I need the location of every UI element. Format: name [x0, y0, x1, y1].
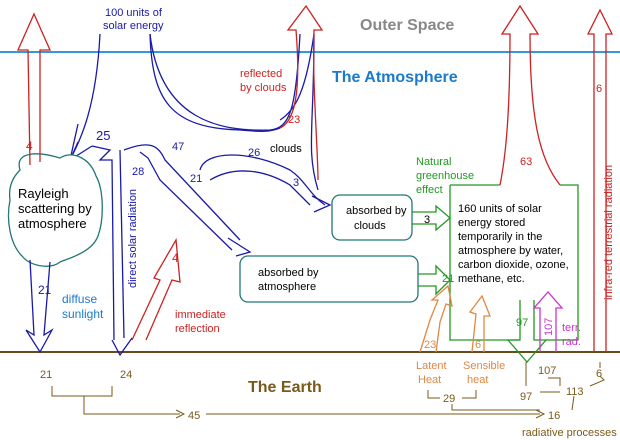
earth-emitted: 107 — [538, 365, 556, 377]
reflected-line1: reflected — [240, 68, 282, 80]
rayleigh-down-value: 21 — [38, 283, 52, 297]
absorbed-clouds-line2: clouds — [354, 220, 386, 232]
branch-to-atmosphere-value: 21 — [190, 173, 202, 185]
clouds-in-value: 3 — [293, 177, 299, 189]
greenhouse-line1: Natural — [416, 156, 451, 168]
rayleigh-line2: scattering by — [18, 201, 92, 216]
stored-line6: methane, etc. — [458, 273, 525, 285]
sensible-line1: Sensible — [463, 360, 505, 372]
immediate-reflection-value: 4 — [172, 251, 179, 265]
greenhouse-line3: effect — [416, 184, 443, 196]
absorbed-clouds-line1: absorbed by — [346, 205, 407, 217]
reflected-line2: by clouds — [240, 82, 287, 94]
to-atmosphere-value: 47 — [172, 141, 184, 153]
earth-diffuse-total: 21 — [40, 369, 52, 381]
rayleigh-scattering-shape — [7, 153, 103, 267]
reflected-value: 23 — [288, 114, 300, 126]
branch-to-clouds-value: 26 — [248, 147, 260, 159]
terrestrial-line2: rad. — [562, 336, 581, 348]
direct-radiation-label: direct solar radiation — [127, 189, 139, 288]
atmosphere-to-earth-arrow — [506, 300, 548, 363]
atmosphere-to-store-value: 21 — [442, 273, 454, 285]
earth-direct-total: 24 — [120, 369, 132, 381]
incoming-line1: 100 units of — [105, 7, 163, 19]
stored-line4: atmosphere by water, — [458, 245, 563, 257]
stored-line1: 160 units of solar — [458, 203, 542, 215]
incoming-line2: solar energy — [103, 20, 164, 32]
clouds-branch — [199, 154, 326, 206]
rayleigh-line1: Rayleigh — [18, 186, 69, 201]
rayleigh-in-value: 25 — [96, 128, 110, 143]
diffuse-line1: diffuse — [62, 292, 97, 306]
terrestrial-radiation-arrow — [532, 291, 564, 352]
rayleigh-scattered-up-arrow — [16, 12, 52, 166]
earth-received: 97 — [520, 391, 532, 403]
direct-radiation-channel — [91, 145, 125, 341]
immediate-reflection-line2: reflection — [175, 323, 220, 335]
rayleigh-line3: atmosphere — [18, 216, 87, 231]
clouds-label: clouds — [270, 143, 302, 155]
latent-value: 23 — [424, 339, 436, 351]
stored-line3: temporarily in the — [458, 231, 542, 243]
stored-energy-box — [449, 184, 579, 341]
absorbed-by-atmosphere-box — [239, 255, 419, 303]
atmosphere-label: The Atmosphere — [332, 69, 458, 86]
stored-line2: energy stored — [458, 217, 525, 229]
down-value: 97 — [516, 317, 528, 329]
direct-radiation-value: 28 — [132, 166, 144, 178]
sensible-heat-arrow — [468, 294, 491, 353]
absorbed-atmosphere-line2: atmosphere — [258, 281, 316, 293]
diffuse-line2: sunlight — [62, 307, 104, 321]
immediate-reflection-arrow — [131, 237, 181, 341]
earth-radiative: 16 — [548, 410, 560, 422]
earth-budget-connectors — [51, 362, 605, 419]
latent-heat-arrow — [419, 284, 453, 353]
earth-ir-total: 6 — [596, 368, 602, 380]
stored-line5: carbon dioxide, ozone, — [458, 259, 569, 271]
clouds-to-store-value: 3 — [424, 214, 430, 226]
outer-space-label: Outer Space — [360, 17, 454, 34]
earth-label: The Earth — [248, 379, 322, 396]
terrestrial-value: 107 — [543, 318, 555, 336]
terrestrial-line1: terr. — [562, 322, 581, 334]
absorbed-channel-arrowhead — [227, 237, 252, 257]
emitted-to-space-arrow — [499, 4, 561, 186]
infrared-radiation-arrow — [586, 8, 614, 352]
immediate-reflection-line1: immediate — [175, 309, 226, 321]
absorbed-atmosphere-line1: absorbed by — [258, 267, 319, 279]
infrared-label: infra-red terrestrial radiation — [603, 165, 615, 300]
infrared-value: 6 — [596, 83, 602, 95]
earth-heat-sum: 29 — [443, 393, 455, 405]
emitted-value: 63 — [520, 156, 532, 168]
clouds-to-store-arrow — [412, 204, 451, 232]
reflected-by-clouds-arrow — [279, 4, 324, 181]
rayleigh-up-value: 4 — [26, 139, 33, 153]
earth-sum: 45 — [188, 410, 200, 422]
latent-line1: Latent — [416, 360, 447, 372]
diffuse-sunlight-arrow — [25, 259, 54, 354]
clouds-branch-arrowhead — [311, 195, 332, 213]
earth-net: 113 — [566, 386, 584, 398]
sensible-value: 6 — [475, 339, 481, 351]
greenhouse-line2: greenhouse — [416, 170, 474, 182]
absorbed-by-clouds-box — [331, 194, 413, 241]
radiative-processes-label: radiative processes — [522, 427, 617, 439]
latent-line2: Heat — [418, 374, 441, 386]
direct-radiation-arrowhead — [111, 337, 133, 357]
absorbed-channel — [123, 144, 241, 251]
sensible-line2: heat — [467, 374, 488, 386]
